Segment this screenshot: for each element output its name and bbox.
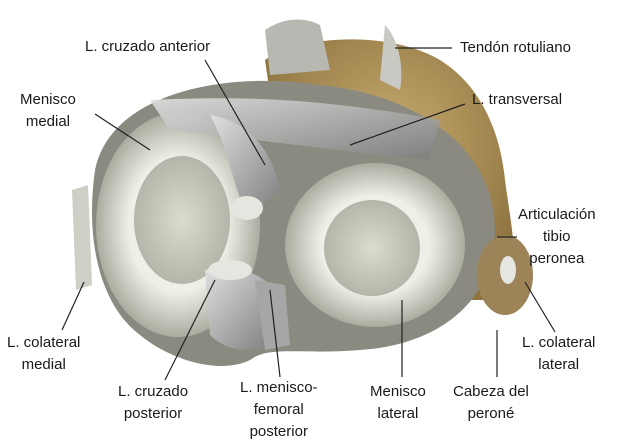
label-line: posterior [123,405,183,422]
label-patellar-tendon: Tendón rotuliano [460,37,571,59]
label-line: medial [21,356,66,373]
leader-lines [61,47,556,381]
label-lateral-meniscus: Menisco lateral [370,381,426,425]
label-line: L. colateral [7,334,81,351]
label-line: Menisco [370,383,426,400]
label-line: medial [25,113,71,130]
label-line: L. colateral [522,334,596,351]
lateral-condyle-cartilage [324,200,420,296]
label-line: lateral [377,405,419,422]
label-line: L. cruzado [118,383,189,400]
label-acl: L. cruzado anterior [85,36,210,58]
label-line: Articulación [518,206,596,223]
label-meniscofemoral: L. menisco-femoral posterior [240,377,318,443]
label-fibular-head: Cabeza del peroné [453,381,529,425]
medial-condyle-cartilage [134,156,230,284]
label-lcl: L. colateral lateral [522,332,595,376]
mcl-shape [72,185,92,290]
label-line: femoral [253,401,304,418]
label-line: Tendón rotuliano [460,39,571,56]
label-medial-meniscus: Menisco medial [20,89,76,133]
acl-shape [210,115,280,215]
transverse-ligament-shape [150,98,440,160]
label-line: lateral [538,356,580,373]
label-line: L. cruzado anterior [85,38,211,55]
label-line: peroné [467,405,515,422]
label-line: tibio [543,228,571,245]
label-tibiofibular-joint: Articulación tibio peronea [518,204,596,270]
label-line: L. menisco- [240,379,318,396]
label-line: L. transversal [472,91,563,108]
label-pcl: L. cruzado posterior [118,381,188,425]
label-line: peronea [529,250,585,267]
label-line: Cabeza del [453,383,529,400]
label-transverse-ligament: L. transversal [472,89,562,111]
label-line: Menisco [20,91,76,108]
patellar-tendon-shape [265,19,330,75]
label-mcl: L. colateral medial [7,332,80,376]
label-line: posterior [249,423,308,440]
